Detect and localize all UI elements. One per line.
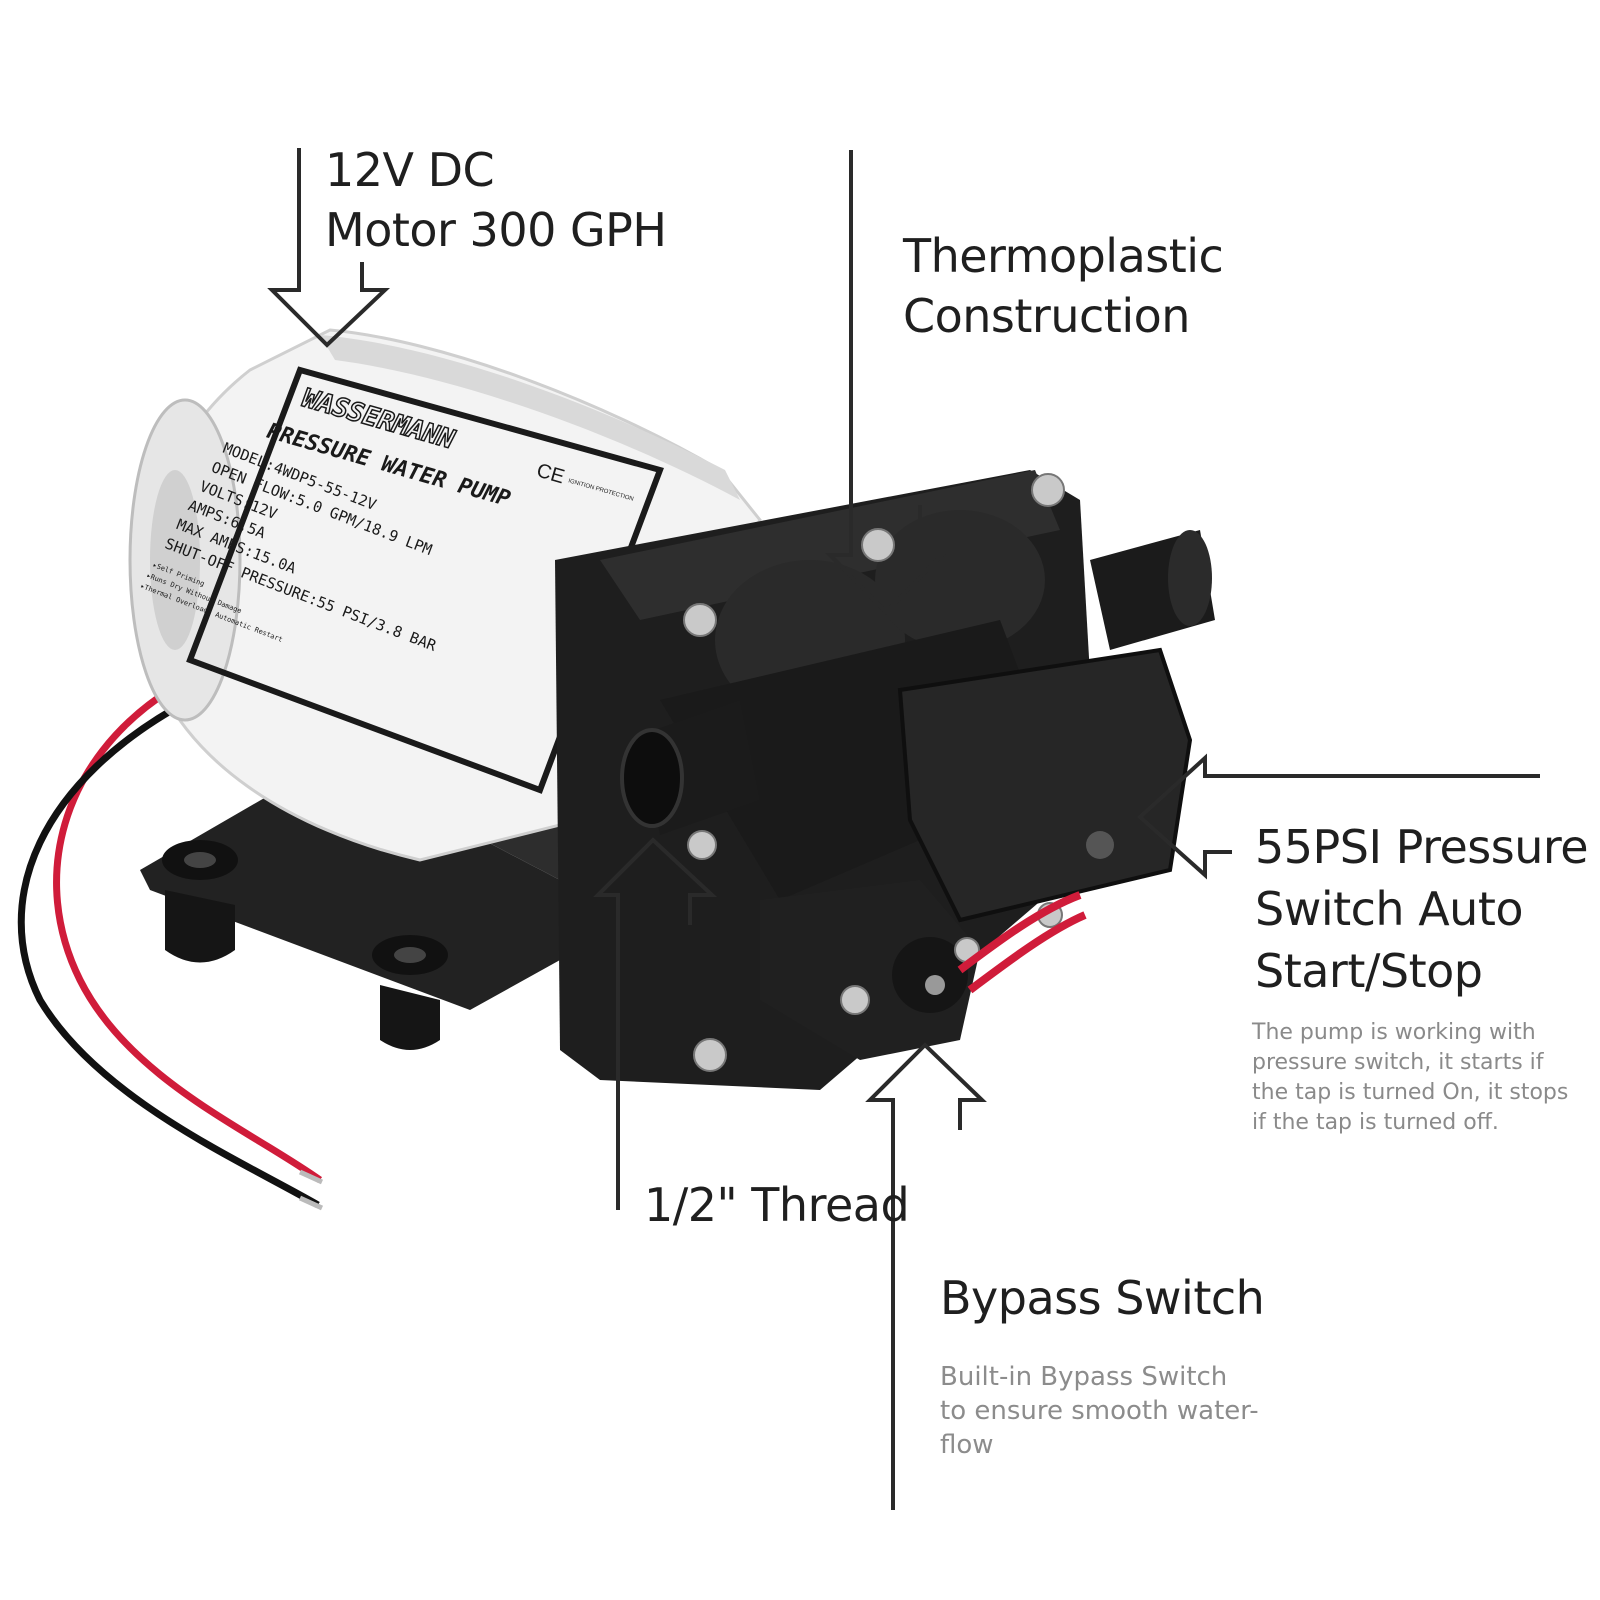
bypass-callout-title: Bypass Switch bbox=[940, 1271, 1265, 1325]
pressure-desc-line4: if the tap is turned off. bbox=[1252, 1110, 1499, 1135]
pressure-callout-line1: 55PSI Pressure bbox=[1255, 820, 1589, 874]
bypass-desc-line3: flow bbox=[940, 1430, 994, 1460]
thread-leader-line bbox=[593, 837, 718, 1210]
bypass-description: Built-in Bypass Switch to ensure smooth … bbox=[940, 1360, 1259, 1462]
pressure-desc-line1: The pump is working with bbox=[1252, 1020, 1536, 1045]
pressure-desc-line2: pressure switch, it starts if bbox=[1252, 1050, 1544, 1075]
motor-leader-line bbox=[267, 148, 391, 348]
pressure-leader-line bbox=[1137, 753, 1540, 880]
motor-callout-line2: Motor 300 GPH bbox=[325, 203, 667, 257]
thermoplastic-callout-line2: Construction bbox=[903, 289, 1190, 343]
pressure-desc-line3: the tap is turned On, it stops bbox=[1252, 1080, 1569, 1105]
pressure-callout-line2: Switch Auto bbox=[1255, 882, 1524, 936]
motor-callout: 12V DC Motor 300 GPH bbox=[325, 140, 667, 260]
bypass-leader-line bbox=[865, 1042, 987, 1510]
motor-callout-line1: 12V DC bbox=[325, 143, 495, 197]
power-wires bbox=[17, 687, 324, 1211]
thermoplastic-callout-line1: Thermoplastic bbox=[903, 229, 1224, 283]
bypass-desc-line1: Built-in Bypass Switch bbox=[940, 1362, 1228, 1392]
bypass-callout: Bypass Switch bbox=[940, 1268, 1265, 1328]
thermoplastic-leader-line bbox=[825, 150, 947, 615]
pump-head bbox=[555, 470, 1215, 1090]
thermoplastic-callout: Thermoplastic Construction bbox=[903, 226, 1224, 346]
thread-callout: 1/2" Thread bbox=[644, 1175, 910, 1235]
pressure-switch-description: The pump is working with pressure switch… bbox=[1252, 1018, 1568, 1138]
thread-callout-label: 1/2" Thread bbox=[644, 1178, 910, 1232]
pressure-callout-line3: Start/Stop bbox=[1255, 944, 1483, 998]
bypass-desc-line2: to ensure smooth water- bbox=[940, 1396, 1259, 1426]
pressure-switch-callout: 55PSI Pressure Switch Auto Start/Stop bbox=[1255, 816, 1589, 1002]
